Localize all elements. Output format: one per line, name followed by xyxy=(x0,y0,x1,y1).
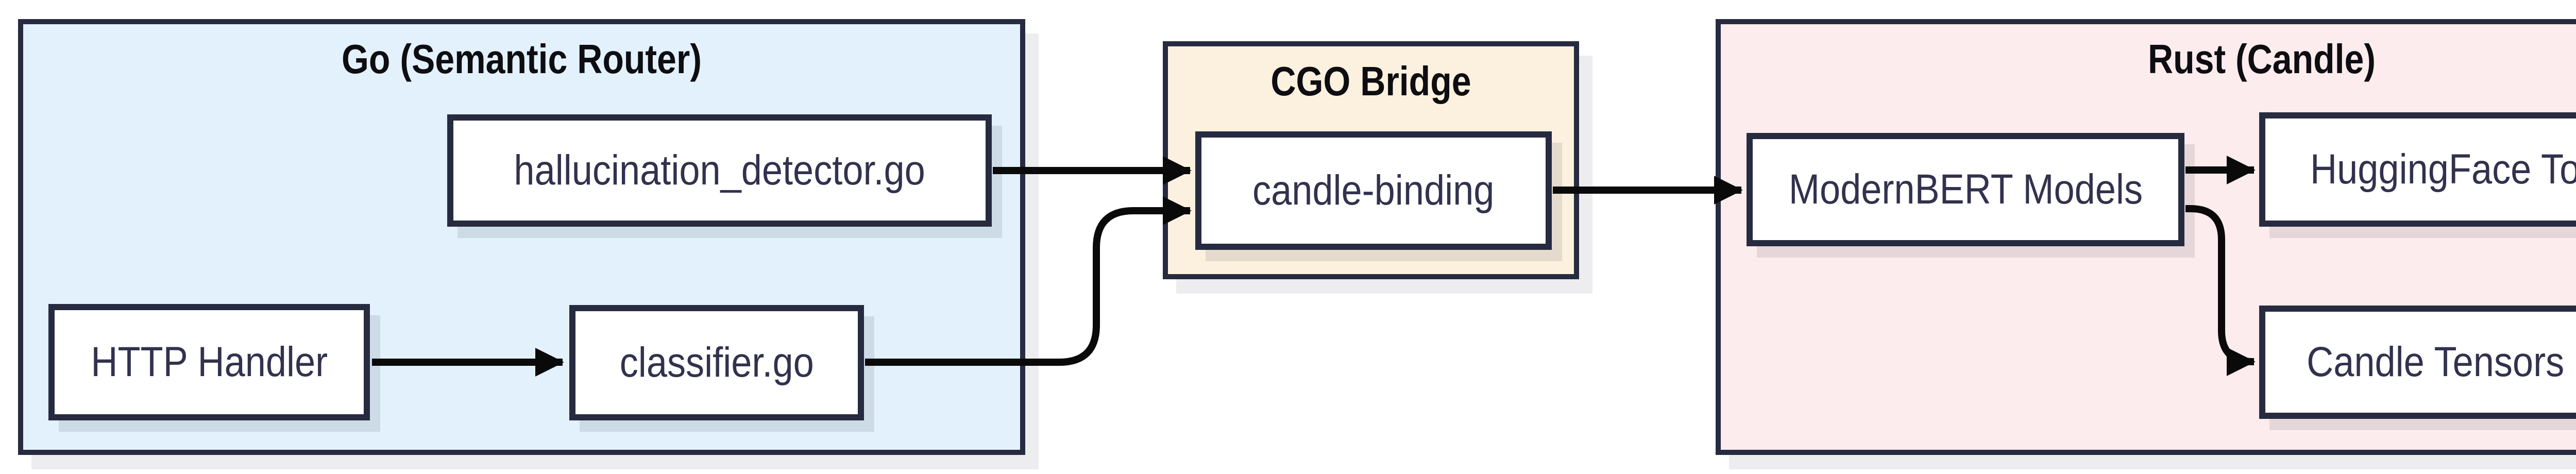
node-http-handler-label: HTTP Handler xyxy=(91,338,328,385)
node-classifier-go: classifier.go xyxy=(569,305,864,420)
node-http-handler: HTTP Handler xyxy=(48,304,370,420)
node-hallucination-detector-label: hallucination_detector.go xyxy=(514,147,925,194)
node-huggingface-tokenizers: HuggingFace Tokenizers xyxy=(2259,112,2576,227)
node-classifier-go-label: classifier.go xyxy=(619,339,814,386)
node-candle-binding: candle-binding xyxy=(1195,131,1552,250)
node-modernbert-models-label: ModernBERT Models xyxy=(1788,166,2143,213)
node-hallucination-detector: hallucination_detector.go xyxy=(447,114,992,227)
node-modernbert-models: ModernBERT Models xyxy=(1747,133,2184,246)
node-huggingface-tokenizers-label: HuggingFace Tokenizers xyxy=(2310,146,2576,193)
node-candle-tensors: Candle Tensors xyxy=(2259,306,2576,419)
container-go-title: Go (Semantic Router) xyxy=(342,36,702,82)
node-candle-tensors-label: Candle Tensors xyxy=(2307,338,2565,385)
container-rust-title: Rust (Candle) xyxy=(2148,36,2376,82)
container-cgo-title: CGO Bridge xyxy=(1270,58,1471,104)
node-candle-binding-label: candle-binding xyxy=(1252,167,1495,214)
